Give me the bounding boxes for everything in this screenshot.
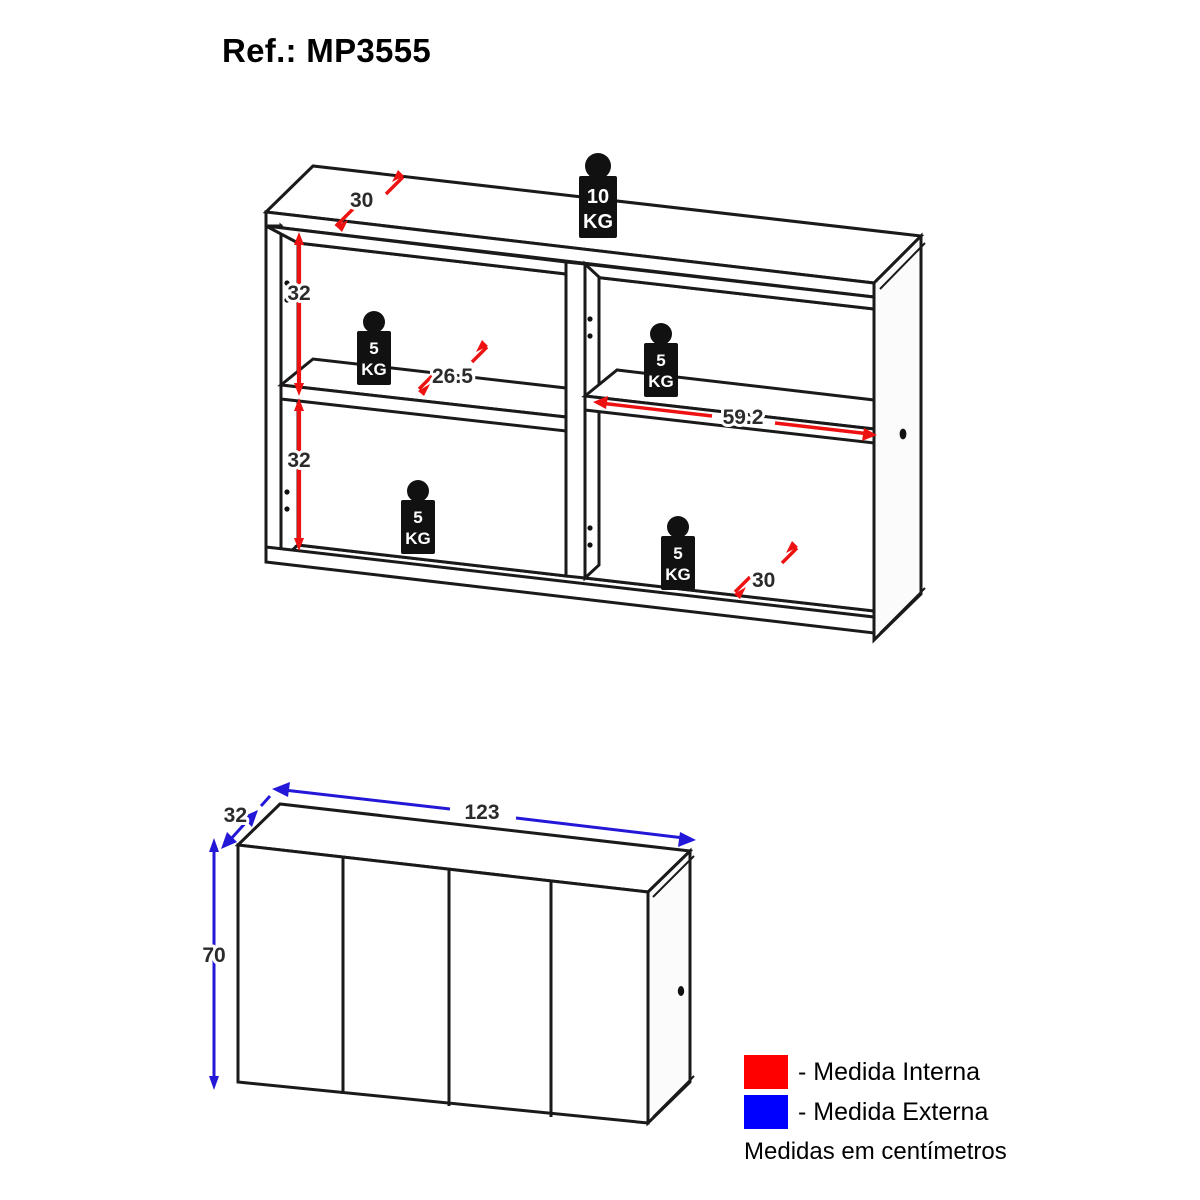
dim-label-left-shelf-depth: 26.5 <box>432 365 473 388</box>
load-tag-left-shelf-unit: KG <box>361 360 387 379</box>
closed-cabinet-isometric: 123 32 70 <box>199 782 696 1127</box>
dim-label-right-shelf-width: 59.2 <box>723 406 764 429</box>
legend: - Medida Interna - Medida Externa Medida… <box>744 1052 1044 1166</box>
legend-units-note: Medidas em centímetros <box>744 1138 1007 1165</box>
load-tag-right-shelf-weight: 5 <box>656 351 665 370</box>
load-tag-left-bottom-weight: 5 <box>413 508 422 527</box>
open-cabinet-isometric: 30 32 32 26.5 <box>262 153 926 644</box>
load-tag-left-bottom-unit: KG <box>405 529 431 548</box>
left-side-panel <box>264 224 283 562</box>
right-side-bevel <box>879 242 926 290</box>
dim-top-depth: 30 <box>334 170 405 232</box>
legend-label-internal: - Medida Interna <box>798 1057 981 1086</box>
load-tag-right-shelf-unit: KG <box>648 372 674 391</box>
load-tag-top-unit: KG <box>583 211 613 233</box>
load-tag-top: 10 KG <box>579 153 617 238</box>
closed-side-bevel-bottom <box>652 1075 695 1118</box>
load-tag-right-shelf: 5 KG <box>644 323 678 397</box>
closed-door-seams <box>341 857 553 1117</box>
closed-side-bevel-top <box>652 855 695 898</box>
load-tag-left-shelf: 5 KG <box>357 311 391 385</box>
center-divider-front <box>564 260 587 580</box>
load-tag-right-bottom-unit: KG <box>665 565 691 584</box>
shelf-pin-holes <box>284 280 593 548</box>
dim-external-height: 70 <box>199 838 229 1090</box>
legend-label-external: - Medida Externa <box>798 1097 989 1126</box>
dim-label-lower-height: 32 <box>287 449 310 472</box>
dim-label-external-height: 70 <box>202 944 225 967</box>
dim-right-shelf-width: 59.2 <box>593 396 877 441</box>
dim-external-depth: 32 <box>221 794 272 849</box>
dim-lower-height: 32 <box>284 398 314 551</box>
dim-label-top-depth: 30 <box>350 189 373 212</box>
dim-label-upper-height: 32 <box>287 282 310 305</box>
right-side-panel <box>872 232 923 644</box>
legend-row-internal: - Medida Interna <box>744 1052 1044 1092</box>
back-panel-right <box>583 274 876 613</box>
closed-front-face <box>236 843 650 1125</box>
bottom-panel-front <box>264 545 876 635</box>
right-shelf-front <box>583 394 876 445</box>
dim-left-shelf-depth: 26.5 <box>417 340 489 396</box>
dim-label-bottom-right-depth: 30 <box>752 569 775 592</box>
dim-bottom-right-depth: 30 <box>733 541 799 599</box>
legend-swatch-internal <box>744 1055 788 1089</box>
legend-swatch-external <box>744 1095 788 1129</box>
load-tag-left-bottom: 5 KG <box>401 480 435 554</box>
dim-upper-height: 32 <box>284 232 314 396</box>
page-title: Ref.: MP3555 <box>222 32 432 69</box>
dim-label-external-depth: 32 <box>224 804 247 827</box>
legend-row-external: - Medida Externa <box>744 1092 1044 1132</box>
load-tag-top-weight: 10 <box>587 186 609 208</box>
dim-label-external-width: 123 <box>464 801 499 824</box>
dim-external-width: 123 <box>272 782 696 847</box>
right-side-bevel-bottom <box>879 587 926 634</box>
cam-lock-hole <box>899 428 907 440</box>
closed-cam-lock-hole <box>677 986 685 996</box>
load-tag-left-shelf-weight: 5 <box>369 339 378 358</box>
left-shelf-front <box>279 383 568 433</box>
load-tag-right-bottom-weight: 5 <box>673 544 682 563</box>
center-divider-face <box>583 260 601 582</box>
closed-right-side <box>646 847 692 1127</box>
load-tag-right-bottom: 5 KG <box>661 516 695 590</box>
